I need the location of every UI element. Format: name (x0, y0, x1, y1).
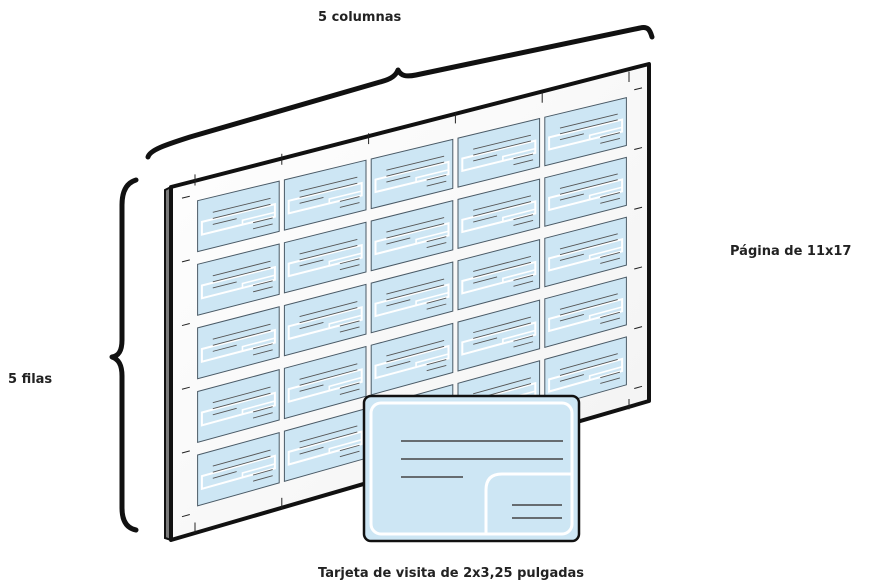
crop-mark (634, 87, 643, 91)
crop-mark (634, 385, 643, 390)
rows-label: 5 filas (8, 372, 53, 387)
crop-mark (181, 513, 190, 518)
imposed-card (283, 345, 367, 420)
imposed-card (370, 261, 454, 334)
crop-mark (181, 450, 190, 454)
crop-mark (634, 266, 643, 270)
imposed-card (544, 96, 627, 167)
imposed-card (544, 216, 627, 288)
imposed-card (457, 117, 541, 188)
imposed-card (283, 159, 367, 231)
imposed-card (197, 180, 280, 253)
crop-mark (634, 206, 643, 210)
imposed-card (283, 407, 367, 483)
imposed-card (283, 283, 367, 357)
crop-mark (634, 326, 643, 330)
crop-mark (181, 323, 190, 327)
rows-brace (109, 177, 139, 533)
card-size-label: Tarjeta de visita de 2x3,25 pulgadas (318, 566, 585, 581)
columns-label: 5 columnas (318, 10, 402, 25)
page-size-label: Página de 11x17 (730, 244, 852, 259)
imposed-card (283, 221, 367, 294)
business-card (362, 394, 581, 543)
imposed-card (197, 306, 280, 380)
imposed-card (370, 322, 454, 396)
imposed-card (544, 336, 627, 409)
crop-mark (181, 195, 190, 199)
imposed-card (370, 200, 454, 272)
crop-mark (181, 386, 190, 390)
imposed-card (457, 178, 541, 250)
columns-brace (145, 25, 655, 160)
imposed-card (457, 238, 541, 311)
imposed-card (197, 243, 280, 316)
crop-mark (634, 147, 643, 150)
imposed-card (197, 369, 280, 443)
crop-mark (181, 259, 190, 263)
imposed-card (457, 299, 541, 372)
imposed-card (197, 431, 280, 507)
imposed-card (544, 276, 627, 348)
imposed-card (370, 138, 454, 210)
imposed-card (544, 156, 627, 227)
